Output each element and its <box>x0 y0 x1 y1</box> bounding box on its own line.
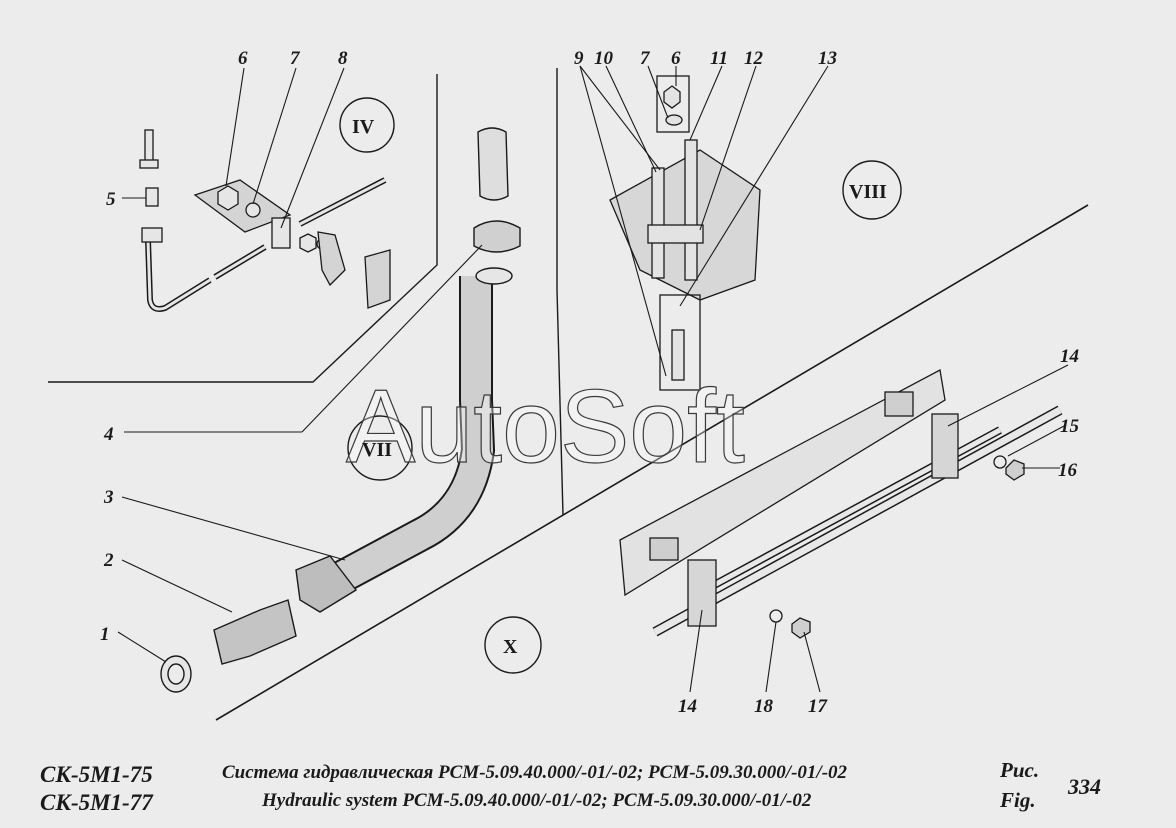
model-code-2: СК-5М1-77 <box>40 790 153 815</box>
section-iv-parts <box>139 129 391 312</box>
callout-5: 5 <box>106 189 116 210</box>
leader-lines <box>117 65 1069 693</box>
fig-label-ru: Рис. <box>1000 758 1040 782</box>
nut <box>217 185 239 211</box>
figure-number: 334 <box>1068 774 1101 799</box>
nipple <box>145 187 159 207</box>
callout-6b: 6 <box>671 48 681 69</box>
section-divider-viii <box>556 68 564 516</box>
adapter-fitting <box>213 599 297 665</box>
nut-washer-inset <box>656 75 690 133</box>
clamp <box>271 217 291 249</box>
zone-circle-vii <box>347 415 413 481</box>
fitting-nut <box>141 227 163 243</box>
callout-4: 4 <box>103 424 114 445</box>
washer <box>245 202 261 218</box>
clamp-bracket <box>647 224 704 244</box>
callout-2: 2 <box>103 550 114 571</box>
callout-7: 7 <box>290 48 301 69</box>
lock-washer <box>769 609 783 623</box>
callout-1: 1 <box>100 624 110 645</box>
pipe-fitting <box>649 537 679 561</box>
section-viii-parts <box>609 75 761 391</box>
bolt <box>144 129 154 163</box>
callout-17: 17 <box>808 696 829 717</box>
fig-label-en: Fig. <box>1000 788 1036 812</box>
callout-14b: 14 <box>678 696 697 717</box>
bolt-long <box>651 167 665 279</box>
callout-18: 18 <box>754 696 774 717</box>
callout-3: 3 <box>103 487 114 508</box>
callout-13: 13 <box>818 48 837 69</box>
callout-8: 8 <box>338 48 348 69</box>
section-divider-iv <box>48 74 438 383</box>
zone-circle-x <box>484 616 542 674</box>
callout-9: 9 <box>574 48 584 69</box>
zone-circle-iv <box>339 97 395 153</box>
zone-label-vii: VII <box>362 439 392 461</box>
callout-15: 15 <box>1060 416 1080 437</box>
zone-label-x: X <box>503 636 518 658</box>
callout-11: 11 <box>710 48 728 69</box>
caption-title-ru: Система гидравлическая РСМ-5.09.40.000/-… <box>222 762 848 783</box>
hydraulic-hose <box>332 276 494 592</box>
bolt-inset <box>659 294 701 391</box>
callout-10: 10 <box>594 48 614 69</box>
callout-14: 14 <box>1060 346 1079 367</box>
nut <box>791 617 811 639</box>
zone-label-iv: IV <box>352 116 375 138</box>
hose-sleeve <box>477 127 509 201</box>
section-divider-x <box>215 204 1089 721</box>
hose-nut <box>295 555 358 613</box>
callout-12: 12 <box>744 48 764 69</box>
section-x-parts <box>619 369 1063 639</box>
callout-16: 16 <box>1058 460 1078 481</box>
callout-7b: 7 <box>640 48 651 69</box>
watermark: AutoSoft <box>346 369 745 485</box>
zone-circle-viii <box>842 160 902 220</box>
callout-6: 6 <box>238 48 248 69</box>
bracket-plate <box>364 249 391 309</box>
frame-rail <box>619 369 946 597</box>
pipe-lower <box>653 406 1062 636</box>
hose-clamp <box>473 220 521 253</box>
zone-label-viii: VIII <box>849 181 887 203</box>
caption-title-en: Hydraulic system РСМ-5.09.40.000/-01/-02… <box>262 790 812 811</box>
pipe-clamp <box>687 559 717 627</box>
section-vii-parts <box>160 127 521 693</box>
model-code-1: СК-5М1-75 <box>40 762 153 787</box>
